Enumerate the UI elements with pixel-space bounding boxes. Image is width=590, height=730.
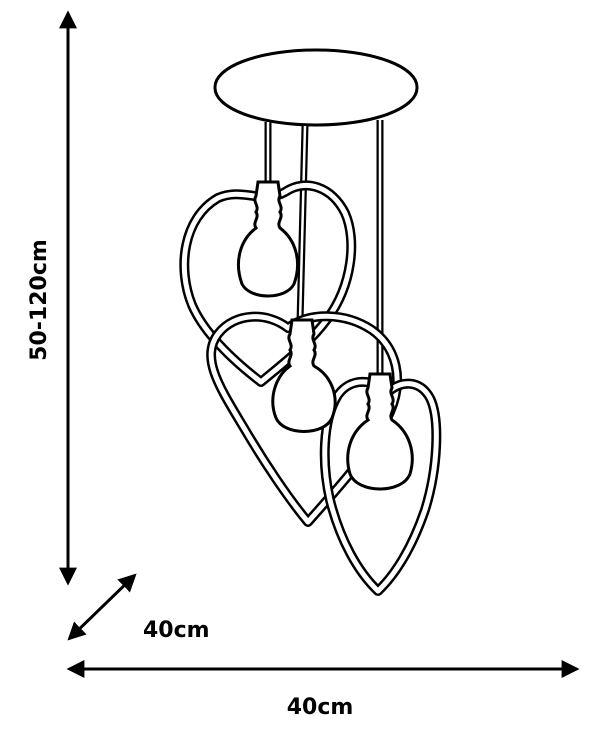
bulb-bottom (346, 372, 414, 491)
depth-arrow (67, 573, 137, 641)
width-label: 40cm (287, 695, 354, 720)
depth-label: 40cm (143, 618, 210, 643)
bulb-top (237, 180, 299, 298)
ceiling-canopy (213, 48, 419, 127)
height-label: 50-120cm (27, 239, 52, 361)
bulb-middle (271, 318, 337, 433)
